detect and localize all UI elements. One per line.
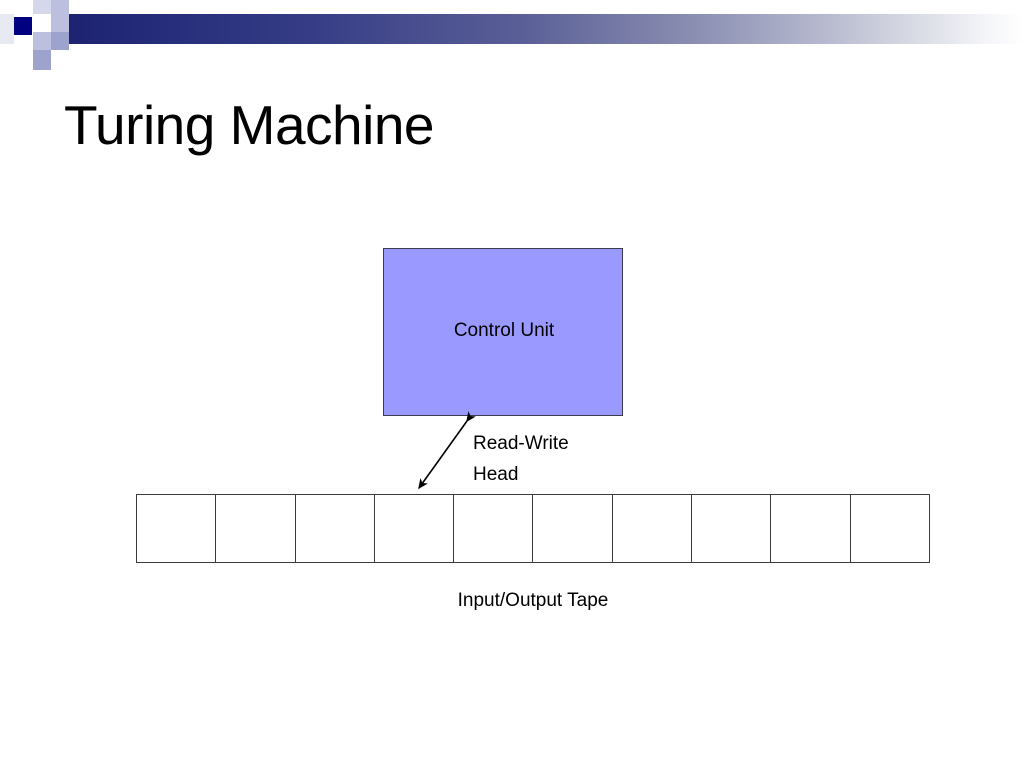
header-square-light-top-2: [51, 0, 69, 14]
header-gradient-bar: [60, 14, 1024, 44]
tape-cell[interactable]: [137, 495, 217, 562]
header-square-light-top: [33, 0, 51, 14]
tape-cell[interactable]: [374, 495, 455, 562]
header-square-mid-1: [51, 14, 69, 32]
header-square-low: [33, 50, 51, 70]
tape-cell[interactable]: [533, 495, 613, 562]
control-unit-label: Control Unit: [453, 320, 555, 341]
tape-cell[interactable]: [612, 495, 693, 562]
tape-cell[interactable]: [692, 495, 772, 562]
tape-cell[interactable]: [216, 495, 296, 562]
input-output-tape-label: Input/Output Tape: [457, 590, 609, 611]
read-write-head-label-line1: Read-Write: [473, 433, 569, 454]
header-square-navy: [14, 17, 32, 35]
read-write-head-arrow: [418, 411, 476, 490]
tape-cell[interactable]: [295, 495, 375, 562]
read-write-head-label-line2: Head: [473, 464, 519, 485]
header-square-mid-3: [51, 32, 69, 50]
header-square-pale-1: [0, 14, 14, 44]
arrow-line: [418, 411, 476, 490]
tape-cell[interactable]: [771, 495, 851, 562]
control-unit-box: Control Unit: [383, 248, 623, 416]
slide-header-decoration: [0, 0, 1024, 80]
tape-cell[interactable]: [850, 495, 929, 562]
page-title: Turing Machine: [64, 94, 435, 156]
read-write-head-label: Read-Write Head: [473, 428, 569, 490]
header-square-mid-2: [33, 32, 51, 50]
tape-cell[interactable]: [454, 495, 534, 562]
input-output-tape: [136, 494, 930, 563]
